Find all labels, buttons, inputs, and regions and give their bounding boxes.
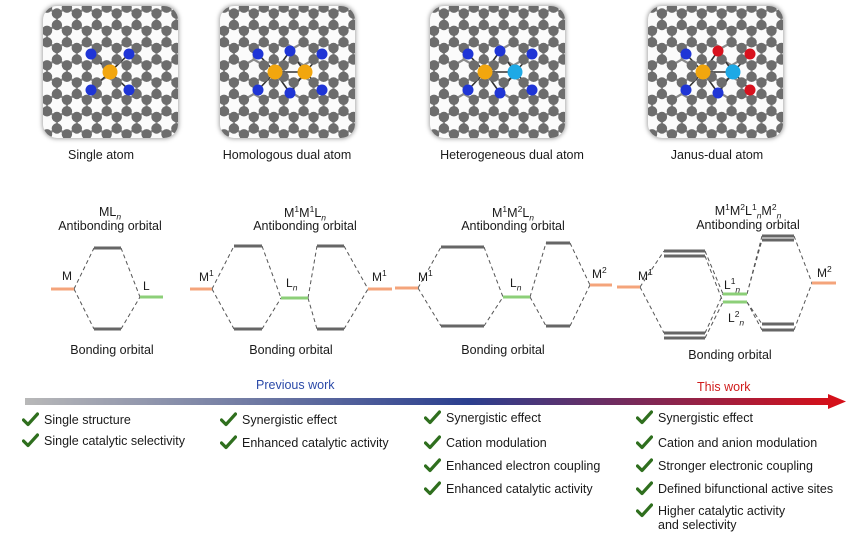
- antibonding-label-homologous: Antibonding orbital: [253, 219, 357, 233]
- formula-janus: M1M2L1nM2n: [714, 202, 782, 221]
- panel-title-janus: Janus-dual atom: [670, 148, 764, 162]
- formula-heterogeneous: M1M2Ln: [492, 204, 534, 223]
- level-label-ln: Ln: [510, 276, 522, 293]
- level-label-m1: M1: [418, 268, 433, 284]
- checkmark-icon: [423, 481, 442, 496]
- checkmark-icon: [423, 435, 442, 450]
- janus-dual-atom-structure: [648, 6, 783, 138]
- feature-text: Synergistic effect: [446, 411, 541, 425]
- checkmark-icon: [21, 412, 40, 427]
- feature-text: Defined bifunctional active sites: [658, 482, 834, 496]
- level-label-ln-center: Ln: [286, 276, 298, 293]
- level-label-m1-left: M1: [199, 268, 214, 284]
- antibonding-label-single: Antibonding orbital: [58, 219, 162, 233]
- single-atom-structure: [43, 6, 178, 138]
- level-label-janus-l2n: L2n: [728, 309, 745, 328]
- bonding-label-single: Bonding orbital: [70, 343, 154, 357]
- bonding-label-homologous: Bonding orbital: [249, 343, 333, 357]
- panel-title-homologous: Homologous dual atom: [222, 148, 352, 162]
- feature-text: Enhanced catalytic activity: [242, 436, 389, 450]
- checkmark-icon: [219, 412, 238, 427]
- checkmark-icon: [21, 433, 40, 448]
- previous-work-label: Previous work: [256, 378, 335, 392]
- level-label-janus-l1n: L1n: [724, 276, 741, 295]
- this-work-label: This work: [697, 380, 751, 394]
- feature-text: Synergistic effect: [242, 413, 337, 427]
- heterogeneous-dual-atom-structure: [430, 6, 565, 138]
- checkmark-icon: [635, 503, 654, 518]
- checkmark-icon: [423, 410, 442, 425]
- feature-text: Cation modulation: [446, 436, 547, 450]
- checkmark-icon: [635, 458, 654, 473]
- feature-text: and selectivity: [658, 518, 737, 532]
- antibonding-label-janus: Antibonding orbital: [696, 218, 800, 232]
- bonding-label-heterogeneous: Bonding orbital: [461, 343, 545, 357]
- level-label-l: L: [143, 279, 150, 293]
- level-label-janus-m2: M2: [817, 264, 832, 280]
- feature-text: Enhanced catalytic activity: [446, 482, 593, 496]
- panel-title-heterogeneous: Heterogeneous dual atom: [440, 148, 584, 162]
- gradient-arrow-icon: [25, 394, 846, 409]
- bonding-label-janus: Bonding orbital: [688, 348, 772, 362]
- checkmark-icon: [635, 481, 654, 496]
- feature-text: Stronger electronic coupling: [658, 459, 813, 473]
- level-label-janus-m1: M1: [638, 267, 653, 283]
- formula-single: MLn: [98, 205, 122, 222]
- feature-text: Single structure: [44, 413, 131, 427]
- homologous-dual-atom-structure: [220, 6, 355, 138]
- feature-text: Synergistic effect: [658, 411, 753, 425]
- feature-text: Enhanced electron coupling: [446, 459, 601, 473]
- level-label-m: M: [62, 269, 72, 283]
- panel-title-single-atom: Single atom: [67, 148, 134, 162]
- checkmark-icon: [635, 435, 654, 450]
- checkmark-icon: [219, 435, 238, 450]
- level-label-m2: M2: [592, 265, 607, 281]
- antibonding-label-heterogeneous: Antibonding orbital: [461, 219, 565, 233]
- checkmark-icon: [635, 410, 654, 425]
- level-label-m1-right: M1: [372, 268, 387, 284]
- feature-text: Higher catalytic activity: [658, 504, 786, 518]
- formula-homologous: M1M1Ln: [284, 204, 326, 223]
- feature-text: Cation and anion modulation: [658, 436, 818, 450]
- checkmark-icon: [423, 458, 442, 473]
- feature-text: Single catalytic selectivity: [44, 434, 186, 448]
